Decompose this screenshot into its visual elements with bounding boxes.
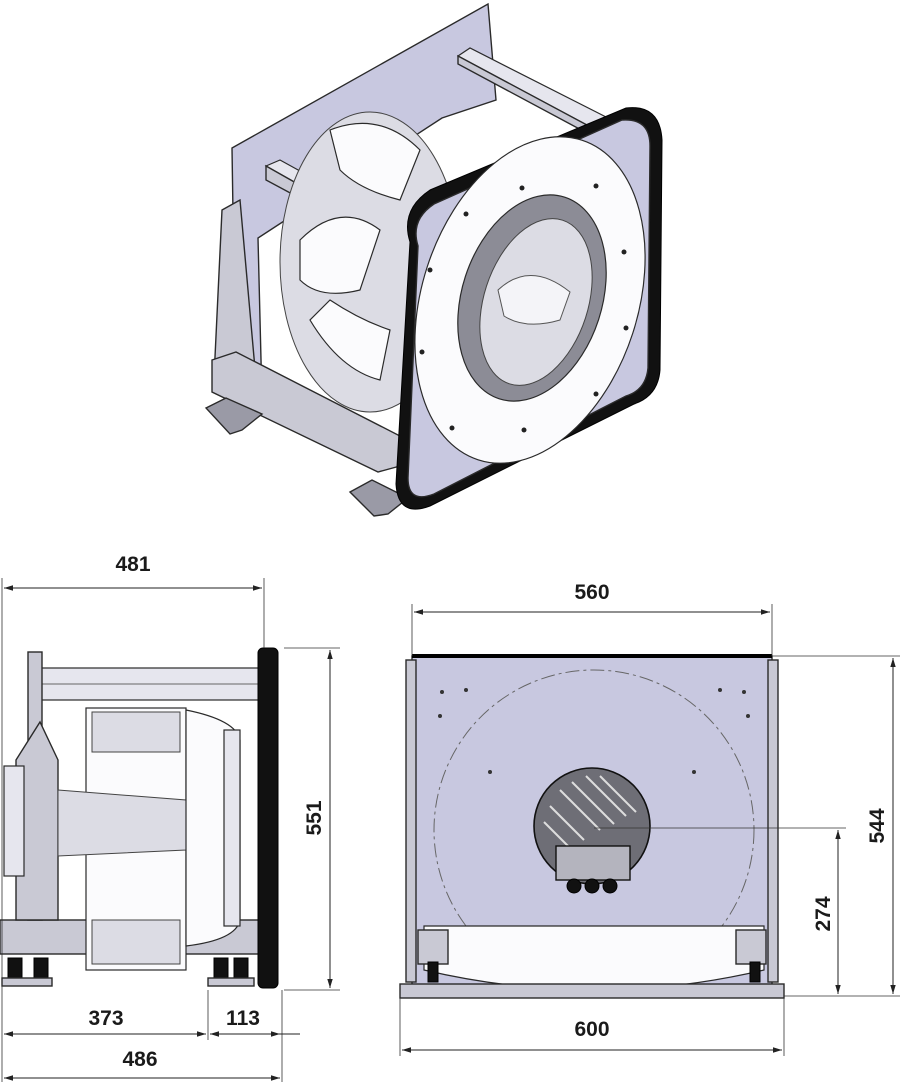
dim-481-label: 481: [115, 553, 150, 576]
front-base-plate: [399, 983, 785, 999]
side-impeller-band-top: [91, 711, 181, 753]
front-flange-left: [405, 659, 417, 983]
dimensions: 481 551 373 113 486 560 544 274 600: [1, 553, 900, 1082]
dim-560-label: 560: [574, 581, 609, 604]
isometric-view: [204, 2, 663, 517]
dim-551-label: 551: [303, 800, 326, 835]
side-impeller-band-bottom: [91, 919, 181, 965]
cable-glands: [566, 878, 618, 894]
side-view: [0, 647, 279, 989]
dim-274-label: 274: [812, 896, 835, 931]
motor-cooling-fins: [543, 775, 637, 849]
inlet-bolts: [419, 183, 629, 433]
dim-486-label: 486: [122, 1048, 157, 1071]
side-feet: [1, 957, 255, 987]
foot-right: [348, 479, 410, 517]
impeller-blade-2: [329, 122, 421, 201]
side-impeller-cone: [57, 789, 187, 857]
dim-544-label: 544: [866, 808, 889, 843]
front-corner-brackets: [417, 929, 767, 983]
impeller-blade-3: [309, 299, 391, 381]
front-fasteners: [438, 688, 750, 774]
foot-left: [204, 397, 264, 435]
motor-terminal-box: [555, 845, 631, 881]
dim-600-label: 600: [574, 1018, 609, 1041]
dim-373-label: 373: [88, 1007, 123, 1030]
front-lower-band: [423, 925, 765, 991]
impeller-blade-1: [299, 216, 381, 294]
side-front-plate: [257, 647, 279, 989]
side-inlet-tube: [223, 729, 241, 927]
front-view: [399, 654, 846, 999]
inner-blade: [497, 275, 571, 325]
dim-113-label: 113: [226, 1007, 260, 1030]
front-flange-right: [767, 659, 779, 983]
side-motor: [3, 765, 25, 877]
